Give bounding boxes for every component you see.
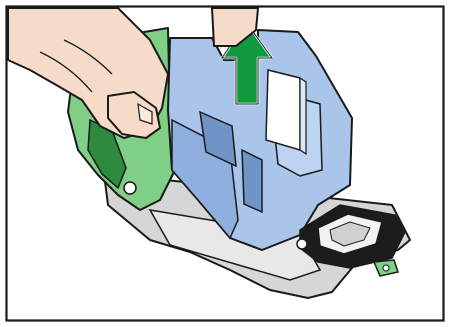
green-release-tab-hole <box>383 265 389 271</box>
cartridge-lock-screw <box>297 239 307 249</box>
staple-refill-slot <box>242 150 262 212</box>
staple-sheet-edge <box>300 78 306 154</box>
green-cartridge-pin <box>124 182 136 194</box>
staple-sheet <box>266 70 300 150</box>
